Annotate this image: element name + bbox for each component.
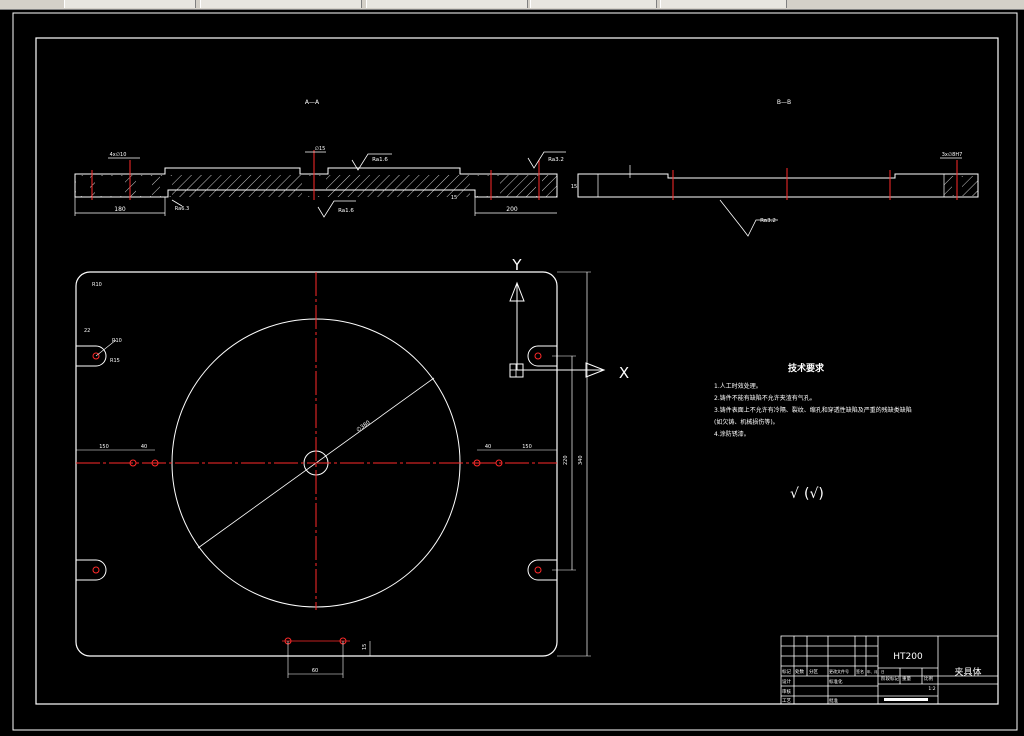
dim-plan-bottom-w: 60 — [312, 668, 318, 674]
dim-a-right-small: 15 — [451, 195, 457, 201]
axis-y-label: Y — [511, 256, 522, 274]
title-block-text: HT200 夹具体 1:2 标记 处数 分区 更改文件号 签名 年、月、日 阶段… — [782, 652, 982, 704]
section-b-label: B—B — [777, 99, 791, 106]
dim-plan-right-a: 40 — [485, 444, 491, 450]
dim-plan-slot-w: 22 — [84, 328, 90, 334]
tech-requirements: 技术要求 1.人工时效处理。 2.铸件不能有缺陷不允许夹渣有气孔。 3.铸件表面… — [714, 362, 912, 502]
toolbar-tab[interactable] — [530, 0, 657, 8]
roughness-r2: Ra1.6 — [338, 208, 354, 214]
toolbar-tab[interactable] — [660, 0, 787, 8]
dim-b-hole: 3x∅8H7 — [942, 152, 963, 158]
dim-a-length-left: 180 — [114, 206, 126, 213]
section-a-a: A—A 180 200 15 4x∅10 ∅15 Ra1.6 R — [74, 99, 566, 218]
title-bar-mark — [884, 698, 928, 701]
dim-plan-bottom-h: 15 — [362, 644, 368, 650]
section-a-outline — [74, 167, 558, 198]
dim-a-left-hole: 4x∅10 — [110, 152, 127, 158]
toolbar-tab[interactable] — [366, 0, 528, 8]
dim-plan-left-b: 40 — [141, 444, 147, 450]
section-b-outline — [577, 173, 979, 198]
material-value: HT200 — [893, 652, 923, 662]
dim-plan-slot-r2: R15 — [110, 358, 120, 364]
tech-item: (如欠铸、机械损伤等)。 — [714, 418, 779, 426]
toolbar-tab[interactable] — [64, 0, 196, 8]
title-block — [780, 635, 999, 705]
tech-item: 3.铸件表面上不允许有冷隔、裂纹、缩孔和穿透性缺陷及严重的残缺类缺陷 — [714, 406, 912, 414]
roughness-r1: Ra1.6 — [372, 157, 388, 163]
window-toolbar — [0, 0, 1024, 10]
dim-a-length-right: 200 — [506, 206, 518, 213]
dim-plan-vert-inner: 220 — [563, 455, 569, 465]
label-approve: 批准 — [829, 697, 838, 704]
drawing-border — [35, 37, 999, 705]
tech-title: 技术要求 — [788, 362, 825, 374]
section-a-label: A—A — [305, 99, 320, 106]
tech-item: 4.涂防锈漆。 — [714, 430, 750, 438]
label-review: 审核 — [782, 688, 791, 695]
label-design: 设计 — [782, 678, 791, 685]
roughness-general-symbol: √ — [790, 486, 799, 502]
roughness-r4: Ra6.3 — [175, 206, 189, 212]
header-count: 处数 — [795, 668, 804, 675]
roughness-r5: Ra3.2 — [760, 218, 776, 224]
axis-x-label: X — [619, 364, 629, 382]
dim-plan-left-a: 150 — [99, 444, 109, 450]
header-mark: 标记 — [782, 668, 791, 675]
ucs-icon: Y X — [509, 256, 629, 382]
dim-b-height: 15 — [571, 184, 577, 190]
roughness-r3: Ra3.2 — [548, 157, 564, 163]
header-stage: 阶段标记 — [881, 675, 899, 682]
roughness-general-paren: (√) — [804, 486, 824, 502]
scale-value: 1:2 — [928, 686, 935, 692]
toolbar-tab[interactable] — [200, 0, 362, 8]
section-b-b: B—B 15 3x∅8H7 Ra3.2 — [571, 99, 979, 237]
tech-item: 1.人工时效处理。 — [714, 382, 762, 390]
plan-view: R10 22 R10 R15 ∅380 150 40 40 150 — [75, 271, 591, 678]
dim-plan-right-b: 150 — [522, 444, 532, 450]
header-weight: 重量 — [902, 675, 911, 682]
part-name: 夹具体 — [954, 666, 981, 678]
label-standard: 标准化 — [829, 678, 843, 685]
header-date: 年、月、日 — [867, 669, 885, 674]
outer-frame — [12, 12, 1018, 731]
header-zone: 分区 — [809, 668, 818, 675]
header-docno: 更改文件号 — [829, 668, 849, 674]
label-process: 工艺 — [782, 698, 791, 704]
dim-plan-vert-outer: 340 — [578, 455, 584, 465]
dim-plan-corner: R10 — [92, 282, 102, 288]
dim-plan-slot-r1: R10 — [112, 338, 122, 344]
dim-a-slot: ∅15 — [315, 146, 326, 152]
tech-item: 2.铸件不能有缺陷不允许夹渣有气孔。 — [714, 394, 816, 402]
header-sign: 签名 — [856, 668, 864, 674]
dim-plan-circle: ∅380 — [356, 419, 372, 433]
header-ratio: 比例 — [924, 675, 933, 682]
